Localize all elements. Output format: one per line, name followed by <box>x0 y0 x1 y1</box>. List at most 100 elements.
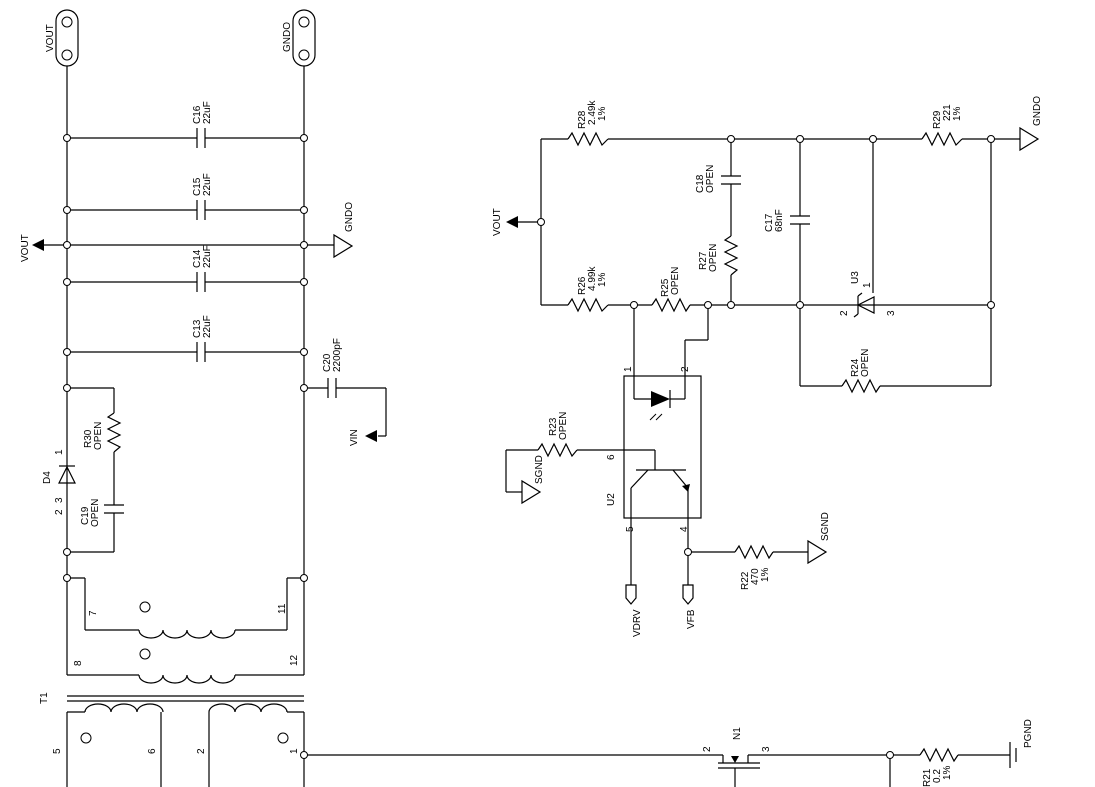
transformer-t1-primary: 5 6 2 1 <box>52 703 305 787</box>
svg-text:470: 470 <box>750 568 761 585</box>
c16-ref: C16 <box>192 105 203 124</box>
svg-text:1: 1 <box>623 366 634 372</box>
svg-text:5: 5 <box>625 526 636 532</box>
t1-ref: T1 <box>39 692 50 704</box>
transformer-t1-core: T1 <box>39 692 304 704</box>
c20-value: 2200pF <box>332 338 343 372</box>
vout-terminal: VOUT <box>45 9 79 67</box>
svg-text:SGND: SGND <box>534 455 545 484</box>
svg-text:OPEN: OPEN <box>558 412 569 440</box>
svg-text:OPEN: OPEN <box>860 349 871 377</box>
d4-ref: D4 <box>42 471 53 484</box>
c15-value: 22uF <box>202 173 213 196</box>
svg-text:R22: R22 <box>740 571 751 590</box>
vdrv-port: VDRV <box>625 584 643 637</box>
svg-text:OPEN: OPEN <box>670 267 681 295</box>
c13-ref: C13 <box>192 319 203 338</box>
capacitor-c14: C14 22uF <box>67 245 304 292</box>
c16-value: 22uF <box>202 101 213 124</box>
c13-value: 22uF <box>202 315 213 338</box>
svg-text:2: 2 <box>54 509 65 515</box>
feedback-mid-rail: R26 4.99k 1% R25 OPEN <box>541 266 991 313</box>
resistor-r23: R23 OPEN SGND <box>505 412 578 505</box>
r30-value: OPEN <box>93 422 104 450</box>
r21-tol: 1% <box>942 765 953 780</box>
c19-ref: C19 <box>80 506 91 525</box>
svg-text:2: 2 <box>680 366 691 372</box>
r30-ref: R30 <box>83 429 94 448</box>
svg-text:R23: R23 <box>548 417 559 436</box>
svg-text:GNDO: GNDO <box>1032 96 1043 126</box>
resistor-r24: R24 OPEN <box>800 349 991 394</box>
r21-ref: R21 <box>922 768 933 787</box>
svg-text:VDRV: VDRV <box>632 609 643 637</box>
svg-text:7: 7 <box>88 610 99 616</box>
vfb-port: VFB <box>682 584 697 629</box>
pgnd-label: PGND <box>1023 719 1034 748</box>
svg-text:1: 1 <box>289 748 300 754</box>
svg-text:OPEN: OPEN <box>705 165 716 193</box>
svg-text:R24: R24 <box>850 358 861 377</box>
svg-text:2: 2 <box>196 748 207 754</box>
optocoupler-u2: U2 1 2 6 5 4 <box>577 305 709 585</box>
transformer-t1-secondary: 7 8 11 12 <box>66 577 305 684</box>
svg-text:1%: 1% <box>597 106 608 121</box>
svg-text:U2: U2 <box>606 493 617 506</box>
svg-text:3: 3 <box>886 310 897 316</box>
svg-text:12: 12 <box>289 654 300 666</box>
svg-text:SGND: SGND <box>820 512 831 541</box>
diode-d4: 1 D4 3 2 <box>42 449 76 515</box>
svg-text:1%: 1% <box>952 106 963 121</box>
vin-label: VIN <box>349 429 360 446</box>
svg-text:C18: C18 <box>695 174 706 193</box>
svg-text:VOUT: VOUT <box>492 208 503 236</box>
svg-text:11: 11 <box>277 603 288 614</box>
capacitor-c20: C20 2200pF VIN <box>304 338 387 446</box>
capacitor-c16: C16 22uF <box>67 101 304 148</box>
resistor-r26 <box>567 297 609 313</box>
svg-text:2.49k: 2.49k <box>587 100 598 125</box>
c14-value: 22uF <box>202 245 213 268</box>
capacitor-c17: C17 68nF <box>764 139 810 386</box>
svg-text:68nF: 68nF <box>774 209 785 232</box>
svg-text:R27: R27 <box>698 251 709 270</box>
svg-text:8: 8 <box>73 660 84 666</box>
vout-left-label: VOUT <box>20 234 31 262</box>
svg-text:2: 2 <box>839 310 850 316</box>
resistor-r30 <box>106 412 122 453</box>
svg-text:C17: C17 <box>764 213 775 232</box>
feedback-top-rail: R28 2.49k 1% R29 221 1% <box>540 100 1020 386</box>
svg-text:4.99k: 4.99k <box>587 266 598 291</box>
svg-text:4: 4 <box>679 526 690 532</box>
svg-text:R25: R25 <box>660 278 671 297</box>
svg-text:VFB: VFB <box>686 609 697 629</box>
svg-text:1%: 1% <box>597 272 608 287</box>
snubber-network: R30 OPEN C19 OPEN <box>67 387 124 553</box>
gndo-terminal: GNDO <box>282 9 316 67</box>
gndo-terminal-label: GNDO <box>282 22 293 52</box>
junction-nodes <box>63 134 995 759</box>
svg-text:1%: 1% <box>760 567 771 582</box>
c14-ref: C14 <box>192 249 203 268</box>
svg-text:1: 1 <box>862 282 873 288</box>
svg-text:3: 3 <box>761 746 772 752</box>
mosfet-n1: N1 2 3 <box>304 727 890 787</box>
vout-terminal-label: VOUT <box>45 24 56 52</box>
shunt-regulator-u3: U3 1 2 3 <box>839 139 897 318</box>
svg-text:R29: R29 <box>932 110 943 129</box>
c15-ref: C15 <box>192 177 203 196</box>
svg-text:3: 3 <box>54 497 65 503</box>
n1-ref: N1 <box>732 727 743 740</box>
resistor-r28 <box>567 131 609 147</box>
resistor-r22: R22 470 1% SGND <box>688 512 831 590</box>
svg-text:221: 221 <box>942 104 953 121</box>
svg-text:6: 6 <box>606 454 617 460</box>
vout-power-arrow-right: VOUT <box>492 208 541 236</box>
svg-text:R26: R26 <box>577 276 588 295</box>
resistor-r29 <box>921 131 963 147</box>
gndo-ground-symbol: GNDO <box>304 202 355 259</box>
svg-text:2: 2 <box>702 746 713 752</box>
resistor-r25 <box>651 297 691 313</box>
svg-text:1: 1 <box>54 449 65 455</box>
